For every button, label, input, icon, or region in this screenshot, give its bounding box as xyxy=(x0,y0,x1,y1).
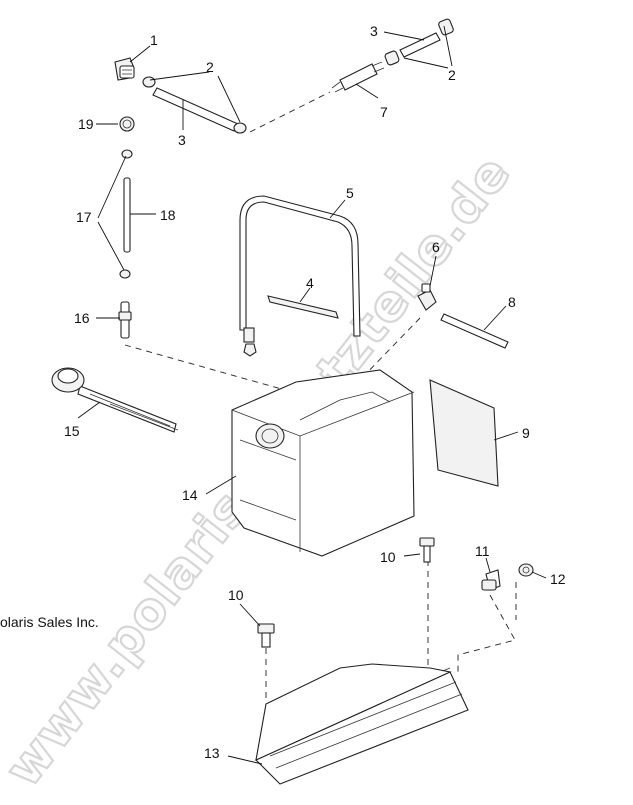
callout-13: 13 xyxy=(204,745,220,761)
callout-leader-lines xyxy=(77,25,547,765)
callout-2-left: 2 xyxy=(206,59,214,75)
part-vent-hose-left xyxy=(142,76,247,134)
callout-19: 19 xyxy=(78,116,94,132)
part-heat-shield xyxy=(429,379,499,487)
callout-3-left: 3 xyxy=(178,132,186,148)
callout-14: 14 xyxy=(182,487,198,503)
callout-10-upper: 10 xyxy=(380,549,396,565)
part-bolt-lower xyxy=(257,623,275,648)
part-vent-valve xyxy=(114,57,135,81)
copyright-text: olaris Sales Inc. xyxy=(0,614,99,630)
part-bolt-11 xyxy=(481,569,501,591)
callout-7: 7 xyxy=(380,104,388,120)
callout-9: 9 xyxy=(522,425,530,441)
callout-16: 16 xyxy=(74,310,90,326)
callout-12: 12 xyxy=(550,571,566,587)
part-vent-hose-right xyxy=(331,18,454,93)
part-elbow-fitting xyxy=(417,283,437,311)
part-nut-12 xyxy=(518,563,534,577)
part-hose-straight xyxy=(440,313,509,349)
callout-11: 11 xyxy=(475,543,490,559)
callout-8: 8 xyxy=(508,294,516,310)
callout-15: 15 xyxy=(64,423,80,439)
callout-4: 4 xyxy=(306,275,314,291)
part-pad xyxy=(267,295,339,319)
part-bolt-upper xyxy=(419,537,435,563)
part-hose-with-clamps xyxy=(119,149,133,279)
callout-1: 1 xyxy=(150,32,158,48)
part-tank-strap xyxy=(239,195,361,357)
callout-numbers: 1 2 3 3 2 7 19 17 18 16 5 4 6 8 9 15 14 … xyxy=(64,23,566,761)
callout-2-right: 2 xyxy=(448,67,456,83)
callout-3-right: 3 xyxy=(370,23,378,39)
part-fuel-sender xyxy=(51,367,179,433)
callout-10-lower: 10 xyxy=(228,587,244,603)
part-grommet xyxy=(119,116,135,132)
callout-17: 17 xyxy=(76,209,92,225)
callout-5: 5 xyxy=(346,185,354,201)
callout-6: 6 xyxy=(432,239,440,255)
callout-18: 18 xyxy=(160,207,176,223)
part-skid-plate xyxy=(255,663,469,785)
part-fitting xyxy=(118,301,132,339)
part-fuel-tank xyxy=(231,369,415,557)
assembly-dashed-lines xyxy=(124,91,517,700)
